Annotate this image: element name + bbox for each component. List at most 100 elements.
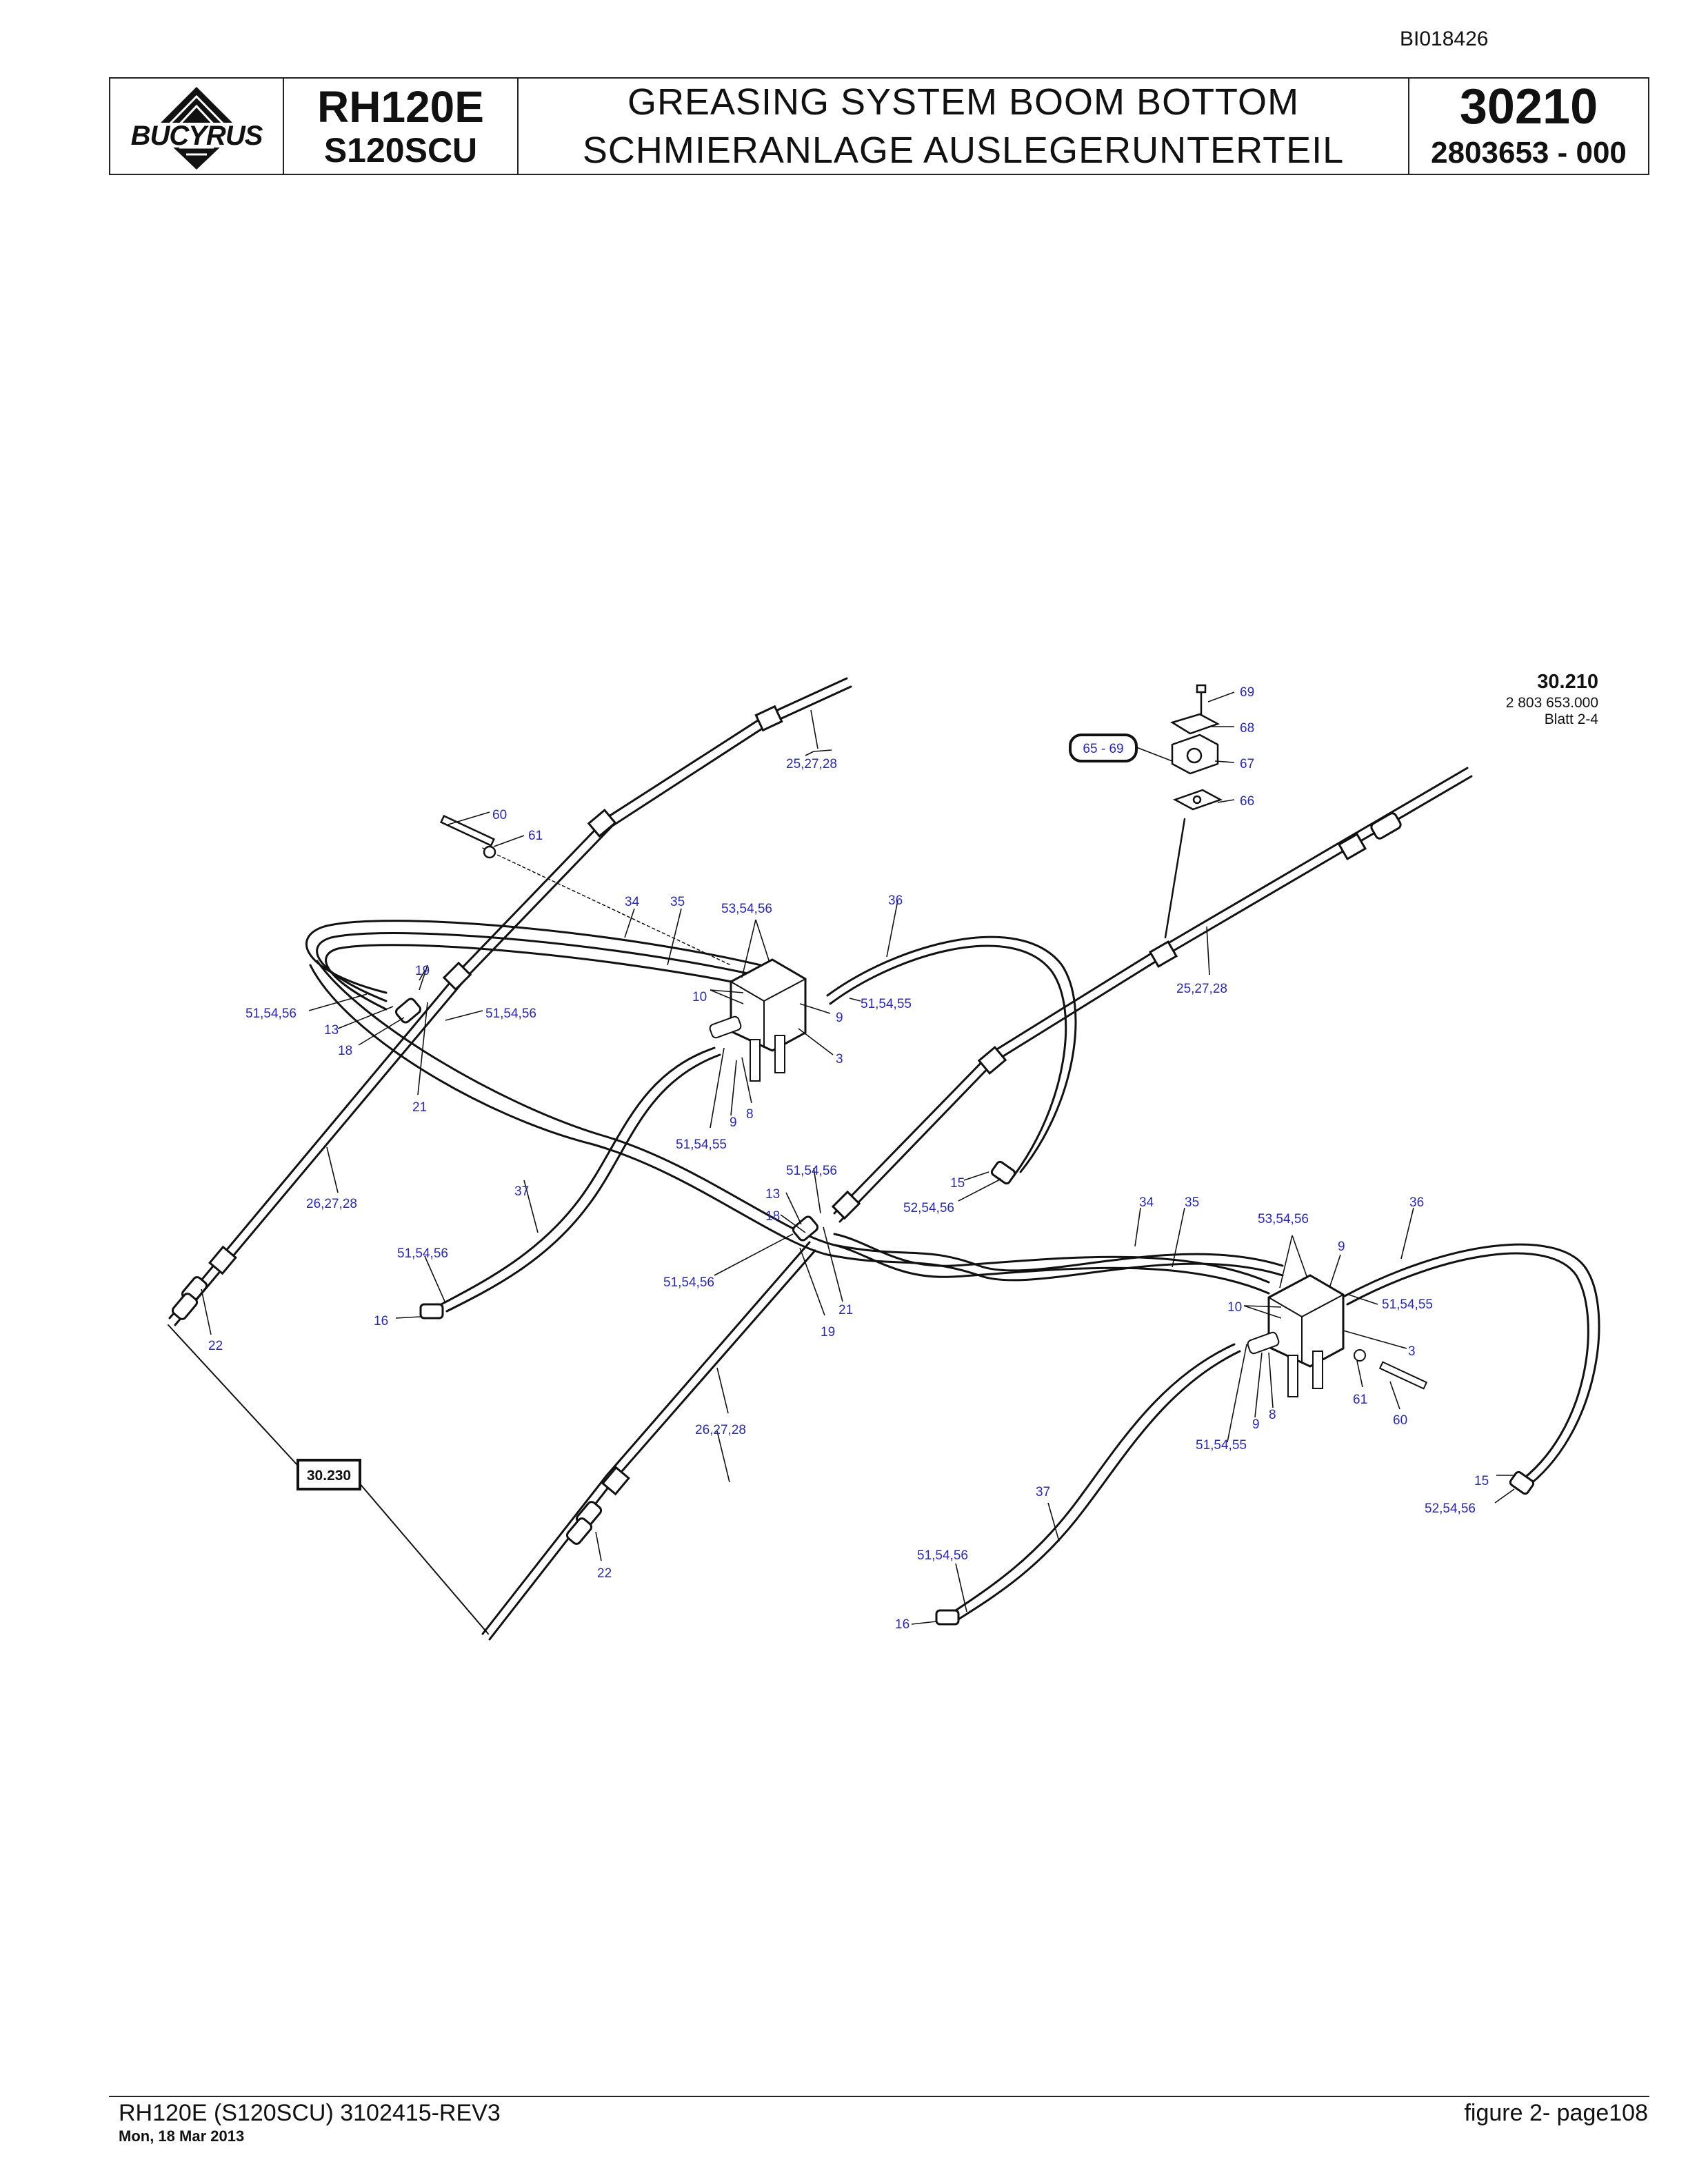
- leader-lines: [201, 691, 1515, 1625]
- part-label: 51,54,56: [917, 1548, 968, 1563]
- logo-text: BUCYRUS: [131, 121, 263, 151]
- hose-36-upper: [826, 936, 1077, 1177]
- part-label: 37: [1036, 1485, 1050, 1499]
- part-label: 61: [528, 829, 543, 843]
- part-label: 9: [1252, 1417, 1260, 1432]
- part-label: 36: [888, 893, 903, 908]
- bucyrus-logo-icon: BUCYRUS: [119, 87, 274, 170]
- title-block: BUCYRUS RH120E S120SCU GREASING SYSTEM B…: [109, 77, 1649, 175]
- reference-callout-text: 30.230: [307, 1468, 351, 1484]
- model-cell: RH120E S120SCU: [284, 79, 519, 174]
- footer-divider: [109, 2096, 1649, 2097]
- model-name: RH120E: [317, 82, 484, 132]
- part-label: 51,54,56: [485, 1007, 536, 1021]
- part-label: 53,54,56: [721, 902, 772, 916]
- fittings: [171, 812, 1535, 1626]
- part-label: 51,54,56: [786, 1164, 837, 1178]
- range-callout: 65 - 69: [1069, 734, 1138, 762]
- hose-36-lower: [1343, 1243, 1600, 1490]
- part-label: 9: [730, 1115, 737, 1130]
- part-label: 10: [692, 990, 707, 1004]
- part-label: 51,54,55: [1196, 1438, 1247, 1453]
- model-sub: S120SCU: [323, 131, 478, 170]
- part-label: 21: [412, 1100, 427, 1115]
- footer-document: RH120E (S120SCU) 3102415-REV3: [119, 2100, 501, 2126]
- part-label: 26,27,28: [695, 1423, 746, 1437]
- sheet-reference-block: 30.210 2 803 653.000 Blatt 2-4: [1506, 671, 1599, 727]
- part-label: 52,54,56: [903, 1201, 954, 1215]
- logo-cell: BUCYRUS: [110, 79, 284, 174]
- part-label: 19: [821, 1325, 835, 1339]
- part-label: 22: [597, 1566, 612, 1581]
- part-label: 52,54,56: [1425, 1502, 1476, 1516]
- part-label: 8: [1269, 1408, 1276, 1422]
- part-labels: 69 68 67 66 60 61 25,27,28 34 35 53,54,5…: [208, 685, 1489, 1632]
- part-label: 15: [950, 1176, 965, 1191]
- part-label: 15: [1474, 1474, 1489, 1488]
- distributor-block-lower: [1247, 1274, 1428, 1397]
- part-label: 51,54,55: [861, 997, 912, 1011]
- boom-pipe-lower: [481, 1241, 816, 1641]
- part-label: 25,27,28: [786, 757, 837, 771]
- part-label: 16: [895, 1617, 910, 1632]
- part-label: 60: [492, 808, 507, 822]
- hose-37-lower: [950, 1343, 1241, 1621]
- document-id: BI018426: [1400, 28, 1489, 50]
- pipe-clamps: [208, 705, 1367, 1496]
- part-label: 35: [670, 895, 685, 909]
- part-label: 67: [1240, 757, 1254, 771]
- part-label: 10: [1227, 1300, 1242, 1315]
- part-label: 37: [514, 1184, 529, 1199]
- title-cell: GREASING SYSTEM BOOM BOTTOM SCHMIERANLAG…: [519, 79, 1409, 174]
- part-label: 53,54,56: [1258, 1212, 1309, 1226]
- part-label: 69: [1240, 685, 1254, 700]
- distributor-block-upper: [709, 958, 807, 1082]
- part-label: 34: [1139, 1195, 1154, 1210]
- number-cell: 30210 2803653 - 000: [1409, 79, 1648, 174]
- bolt-60-61-upper: [439, 814, 496, 859]
- part-label: 18: [338, 1044, 352, 1058]
- part-label: 13: [324, 1023, 339, 1038]
- clamp-detail: [1169, 684, 1223, 811]
- part-label: 36: [1409, 1195, 1424, 1210]
- part-label: 3: [1408, 1344, 1416, 1359]
- part-label: 35: [1185, 1195, 1199, 1210]
- group-number: 30210: [1459, 79, 1598, 134]
- part-label: 3: [836, 1052, 843, 1066]
- part-label: 51,54,56: [245, 1007, 297, 1021]
- part-label: 9: [1338, 1240, 1345, 1254]
- reference-callout: 30.230: [297, 1459, 361, 1490]
- footer-page: figure 2- page108: [1464, 2100, 1648, 2126]
- hose-crossing-long: [309, 960, 1284, 1282]
- hose-37-upper: [440, 1046, 721, 1313]
- part-number: 2803653 - 000: [1431, 136, 1627, 170]
- part-label: 8: [746, 1107, 754, 1122]
- part-label: 51,54,55: [676, 1138, 727, 1152]
- ref-sheet: Blatt 2-4: [1545, 711, 1599, 727]
- part-label: 60: [1393, 1413, 1407, 1428]
- part-label: 51,54,56: [397, 1246, 448, 1261]
- part-label: 66: [1240, 794, 1254, 809]
- part-label: 9: [836, 1011, 843, 1025]
- ref-group: 30.210: [1537, 671, 1598, 693]
- part-label: 21: [838, 1303, 853, 1317]
- part-label: 68: [1240, 721, 1254, 736]
- part-label: 18: [765, 1209, 780, 1224]
- title-english: GREASING SYSTEM BOOM BOTTOM: [627, 81, 1300, 123]
- part-label: 26,27,28: [306, 1197, 357, 1211]
- part-label: 61: [1353, 1393, 1367, 1407]
- part-label: 34: [625, 895, 640, 909]
- footer-date: Mon, 18 Mar 2013: [119, 2127, 245, 2145]
- ref-number: 2 803 653.000: [1506, 695, 1598, 711]
- part-label: 51,54,55: [1382, 1297, 1433, 1312]
- range-callout-text: 65 - 69: [1083, 742, 1123, 756]
- part-label: 22: [208, 1339, 223, 1353]
- part-label: 19: [415, 964, 430, 978]
- part-label: 16: [374, 1314, 388, 1328]
- hose-loop-lower: [833, 1233, 1270, 1295]
- title-german: SCHMIERANLAGE AUSLEGERUNTERTEIL: [582, 130, 1345, 171]
- part-label: 13: [765, 1187, 780, 1202]
- part-label: 25,27,28: [1176, 982, 1227, 996]
- part-label: 51,54,56: [663, 1275, 714, 1290]
